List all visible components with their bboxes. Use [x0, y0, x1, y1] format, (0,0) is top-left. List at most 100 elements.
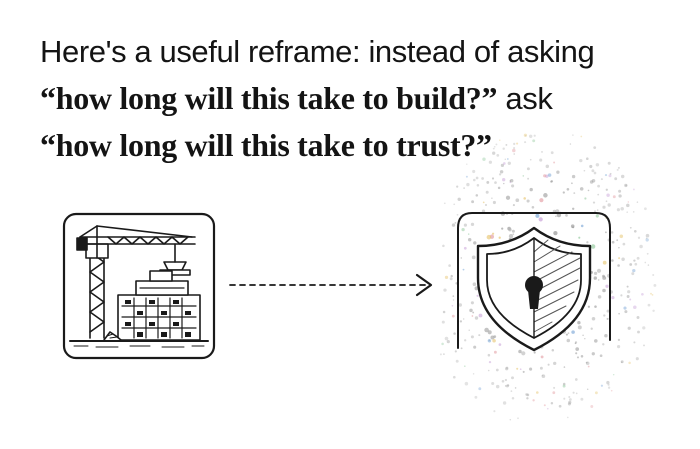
- speckle-dot: [612, 373, 615, 376]
- speckle-dot: [587, 365, 590, 368]
- speckle-dot: [635, 357, 639, 361]
- speckle-dot: [461, 227, 465, 232]
- speckle-dot: [562, 382, 566, 386]
- speckle-dot: [604, 231, 607, 234]
- speckle-dot: [550, 151, 554, 155]
- speckle-dot: [526, 393, 530, 397]
- speckle-dot: [504, 158, 507, 161]
- speckle-dot: [611, 240, 615, 244]
- speckle-dot: [463, 365, 466, 368]
- speckle-dot: [592, 201, 596, 204]
- speckle-dot: [652, 273, 655, 277]
- speckle-dot: [645, 238, 649, 242]
- speckle-dot: [594, 339, 598, 343]
- speckle-dot: [565, 214, 568, 217]
- speckle-dot: [474, 395, 478, 399]
- speckle-dot: [621, 257, 625, 262]
- speckle-dot: [472, 282, 477, 287]
- speckle-dot: [529, 367, 533, 371]
- speckle-dot: [502, 147, 505, 150]
- speckle-dot: [464, 381, 469, 386]
- speckle-dot: [486, 180, 490, 184]
- speckle-dot: [502, 178, 506, 182]
- speckle-dot: [460, 347, 463, 350]
- speckle-dot: [605, 284, 609, 288]
- speckle-dot: [449, 277, 453, 281]
- speckle-dot: [626, 295, 630, 298]
- speckle-dot: [569, 143, 572, 145]
- speckle-dot: [591, 179, 596, 183]
- speckle-dot: [473, 178, 476, 182]
- speckle-dot: [617, 166, 620, 169]
- speckle-dot: [460, 257, 463, 259]
- speckle-dot: [586, 157, 589, 160]
- speckle-dot: [467, 233, 470, 235]
- speckle-dot: [470, 301, 474, 305]
- speckle-dot: [607, 386, 611, 389]
- speckle-dot: [642, 326, 646, 330]
- speckle-dot: [528, 134, 533, 139]
- speckle-dot: [524, 134, 527, 137]
- speckle-dot: [551, 349, 555, 352]
- speckle-dot: [452, 299, 455, 301]
- speckle-dot: [507, 161, 511, 165]
- speckle-dot: [626, 211, 628, 213]
- speckle-dot: [475, 176, 479, 180]
- speckle-dot: [478, 313, 483, 318]
- speckle-dot: [579, 187, 584, 191]
- speckle-dot: [491, 381, 495, 386]
- speckle-dot: [645, 237, 648, 239]
- speckle-dot: [508, 234, 514, 239]
- speckle-dot: [603, 314, 606, 317]
- speckle-dot: [651, 293, 654, 296]
- speckle-dot: [513, 146, 516, 150]
- speckle-dot: [553, 161, 556, 164]
- speckle-dot: [550, 180, 554, 183]
- speckle-dot: [636, 316, 640, 319]
- speckle-dot: [555, 215, 557, 218]
- speckle-dot: [540, 355, 544, 359]
- speckle-dot: [516, 142, 519, 145]
- speckle-dot: [501, 379, 505, 383]
- speckle-dot: [607, 161, 611, 165]
- speckle-dot: [618, 194, 622, 198]
- speckle-dot: [591, 169, 595, 173]
- speckle-dot: [526, 167, 530, 171]
- trust-card-frame: [457, 212, 611, 349]
- speckle-dot: [632, 211, 635, 213]
- speckle-dot: [485, 190, 489, 194]
- speckle-dot: [643, 344, 645, 347]
- speckle-dot: [469, 308, 473, 313]
- speckle-dot: [595, 163, 600, 167]
- speckle-dot: [602, 288, 606, 293]
- speckle-dot: [535, 391, 539, 394]
- speckle-dot: [481, 209, 486, 213]
- speckle-dot: [627, 290, 631, 294]
- speckle-dot: [495, 384, 500, 389]
- speckle-dot: [539, 198, 544, 203]
- speckle-dot: [596, 268, 602, 273]
- speckle-dot: [593, 271, 598, 276]
- speckle-dot: [482, 157, 486, 161]
- speckle-dot: [605, 188, 608, 191]
- speckle-dot: [471, 315, 474, 317]
- speckle-dot: [634, 262, 638, 266]
- speckle-dot: [454, 222, 457, 224]
- speckle-dot: [505, 366, 509, 370]
- speckle-dot: [475, 194, 479, 197]
- speckle-dot: [533, 134, 536, 137]
- speckle-dot: [611, 295, 615, 300]
- speckle-dot: [633, 229, 637, 233]
- speckle-cloud: [439, 133, 657, 421]
- speckle-dot: [622, 242, 626, 246]
- speckle-dot: [587, 189, 590, 192]
- speckle-dot: [637, 236, 641, 239]
- speckle-dot: [586, 241, 589, 244]
- speckle-dot: [493, 335, 497, 338]
- speckle-dot: [463, 223, 467, 227]
- speckle-dot: [478, 387, 482, 391]
- speckle-dot: [580, 224, 584, 228]
- speckle-dot: [514, 387, 517, 389]
- speckle-dot: [567, 402, 571, 406]
- speckle-dot: [509, 178, 514, 183]
